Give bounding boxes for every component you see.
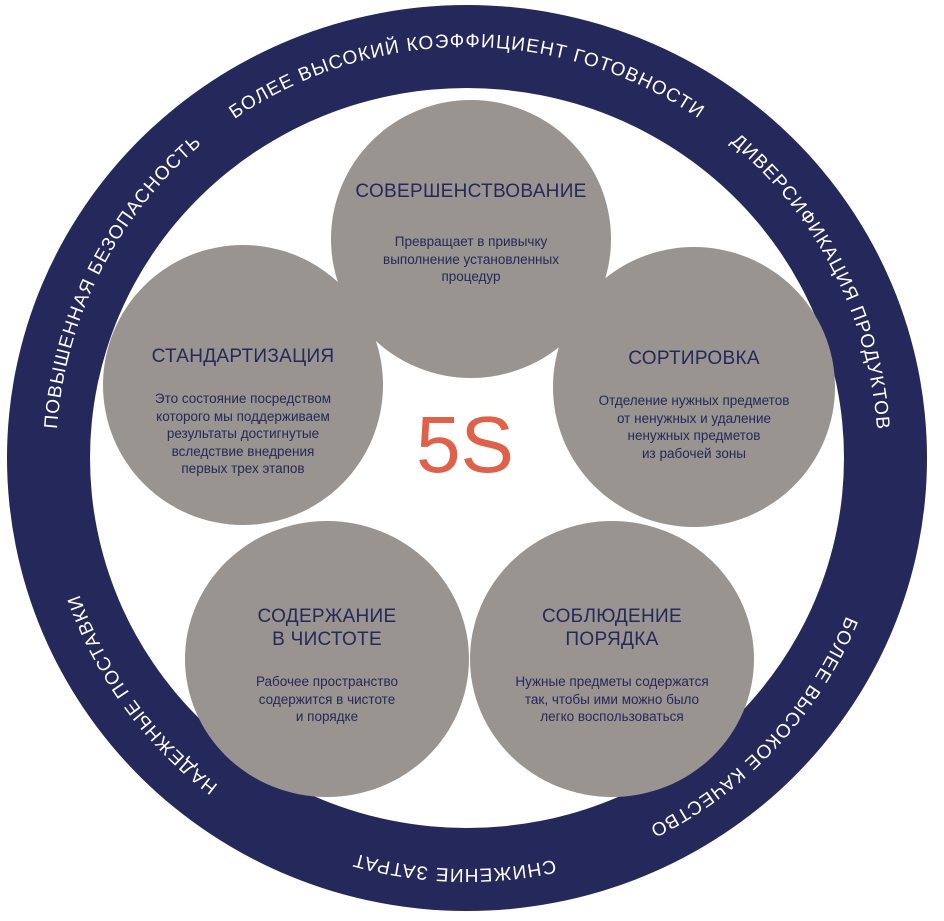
- svg-text:СНИЖЕНИЕ ЗАТРАТ: СНИЖЕНИЕ ЗАТРАТ: [350, 848, 558, 885]
- circle-order: СОБЛЮДЕНИЕ ПОРЯДКА Нужные предметы содер…: [470, 521, 754, 797]
- circle-title: СОРТИРОВКА: [628, 348, 760, 369]
- circle-improvement: СОВЕРШЕНСТВОВАНИЕ Превращает в привычку …: [331, 100, 611, 378]
- circle-standardization: СТАНДАРТИЗАЦИЯ Это состояние посредством…: [103, 245, 383, 525]
- circle-description: Рабочее пространство содержится в чистот…: [255, 674, 398, 724]
- circle-description: Превращает в привычку выполнение установ…: [383, 234, 559, 284]
- circle-cleanliness: СОДЕРЖАНИЕ В ЧИСТОТЕ Рабочее пространств…: [185, 521, 469, 797]
- circle-sorting: СОРТИРОВКА Отделение нужных предметов от…: [553, 247, 835, 527]
- circle-title: СОДЕРЖАНИЕ В ЧИСТОТЕ: [257, 606, 397, 650]
- circle-title: СОБЛЮДЕНИЕ ПОРЯДКА: [542, 606, 682, 650]
- circle-description: Нужные предметы содержатся так, чтобы им…: [515, 674, 709, 724]
- ring-label-bottom: СНИЖЕНИЕ ЗАТРАТ: [350, 848, 556, 885]
- circle-title: СОВЕРШЕНСТВОВАНИЕ: [355, 181, 587, 202]
- circle-title: СТАНДАРТИЗАЦИЯ: [151, 346, 335, 367]
- circle-description: Это состояние посредством которого мы по…: [154, 391, 332, 476]
- center-label-5s: 5S: [416, 400, 514, 489]
- circle-description: Отделение нужных предметов от ненужных и…: [598, 393, 790, 461]
